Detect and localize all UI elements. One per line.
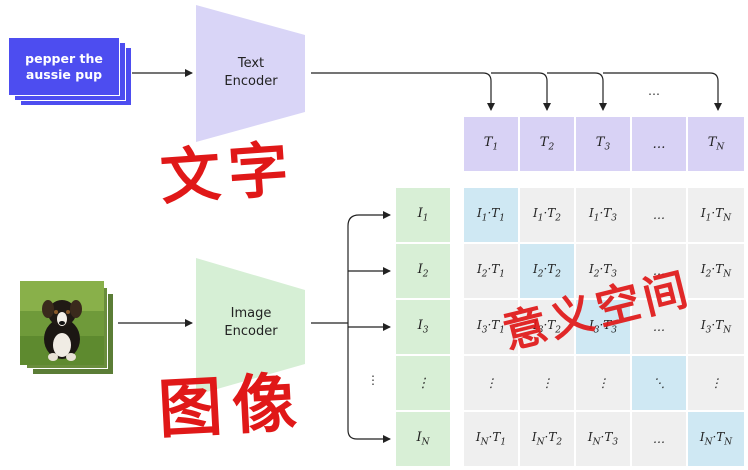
t-label: T2 [539, 135, 555, 153]
puppy-photo [20, 281, 104, 365]
i-cell: I2 [396, 244, 450, 298]
matrix-cell: I2·TN [688, 244, 744, 298]
matrix-cell-label: I2·T1 [476, 262, 506, 280]
matrix-cell: … [632, 244, 686, 298]
matrix-cell: I2·T1 [464, 244, 518, 298]
matrix-cell-label: ⋮ [597, 376, 609, 390]
i-cell: I3 [396, 300, 450, 354]
top-ellipsis: … [648, 84, 660, 98]
i-cell: ⋮ [396, 356, 450, 410]
matrix-cell: I3·T2 [520, 300, 574, 354]
matrix-cell: … [632, 300, 686, 354]
t-cell: T1 [464, 117, 518, 171]
matrix-cell: I1·T2 [520, 188, 574, 242]
matrix-cell-diagonal: ⋱ [632, 356, 686, 410]
i-label: I3 [417, 318, 429, 336]
image-encoder-shape [196, 258, 305, 395]
matrix-cell-label: I3·T2 [532, 318, 562, 336]
matrix-cell-label: IN·T3 [587, 430, 619, 448]
matrix-cell: IN·T1 [464, 412, 518, 466]
dog-icon [20, 281, 104, 365]
matrix-cell-label: … [653, 264, 665, 278]
text-annotation: 文字 [158, 134, 299, 214]
text-encoder-label: Text Encoder [224, 56, 278, 89]
matrix-cell-diagonal: I1·T1 [464, 188, 518, 242]
matrix-cell: … [632, 412, 686, 466]
matrix-cell-diagonal: I2·T2 [520, 244, 574, 298]
t-cell: T3 [576, 117, 630, 171]
matrix-cell-label: I3·T1 [476, 318, 506, 336]
matrix-cell: IN·T2 [520, 412, 574, 466]
matrix-cell-diagonal: I3·T3 [576, 300, 630, 354]
matrix-cell-label: I1·T1 [476, 206, 506, 224]
matrix-cell: … [632, 188, 686, 242]
matrix-cell-label: IN·T1 [475, 430, 507, 448]
matrix-cell-label: I3·T3 [588, 318, 618, 336]
t-label: T1 [483, 135, 499, 153]
matrix-cell-label: ⋮ [710, 376, 722, 390]
i-cell: I1 [396, 188, 450, 242]
matrix-cell-label: … [653, 320, 665, 334]
matrix-cell-label: I2·TN [700, 262, 732, 280]
text-input-label: pepper the aussie pup [25, 50, 103, 82]
i-label: I2 [417, 262, 429, 280]
matrix-cell: I1·T3 [576, 188, 630, 242]
matrix-cell: ⋮ [688, 356, 744, 410]
matrix-cell-label: I2·T2 [532, 262, 562, 280]
i-label: IN [416, 430, 430, 448]
matrix-cell-label: I1·TN [700, 206, 732, 224]
matrix-cell-label: ⋮ [541, 376, 553, 390]
matrix-cell-label: IN·T2 [531, 430, 563, 448]
t-cell: … [632, 117, 686, 171]
matrix-cell: I3·TN [688, 300, 744, 354]
matrix-cell-label: … [653, 432, 665, 446]
matrix-cell-label: ⋮ [485, 376, 497, 390]
side-ellipsis: ⋮ [367, 373, 379, 387]
matrix-cell-diagonal: IN·TN [688, 412, 744, 466]
matrix-cell: ⋮ [520, 356, 574, 410]
t-label: TN [707, 135, 725, 153]
matrix-cell-label: … [653, 208, 665, 222]
matrix-cell-label: I1·T2 [532, 206, 562, 224]
matrix-cell-label: I2·T3 [588, 262, 618, 280]
matrix-cell-label: ⋱ [653, 376, 665, 390]
matrix-cell: I1·TN [688, 188, 744, 242]
matrix-cell: ⋮ [464, 356, 518, 410]
i-cell: IN [396, 412, 450, 466]
image-encoder-label: Image Encoder [224, 306, 278, 339]
matrix-cell: I3·T1 [464, 300, 518, 354]
t-cell: T2 [520, 117, 574, 171]
matrix-cell-label: I3·TN [700, 318, 732, 336]
matrix-cell: I2·T3 [576, 244, 630, 298]
text-encoder-shape [196, 5, 305, 142]
text-input-card: pepper the aussie pup [8, 37, 120, 96]
t-cell: TN [688, 117, 744, 171]
t-label: … [652, 136, 666, 152]
matrix-cell-label: I1·T3 [588, 206, 618, 224]
matrix-cell: ⋮ [576, 356, 630, 410]
matrix-cell-label: IN·TN [699, 430, 733, 448]
i-label: ⋮ [416, 375, 430, 391]
i-label: I1 [417, 206, 429, 224]
image-annotation: 图像 [156, 365, 309, 448]
matrix-cell: IN·T3 [576, 412, 630, 466]
t-label: T3 [595, 135, 611, 153]
